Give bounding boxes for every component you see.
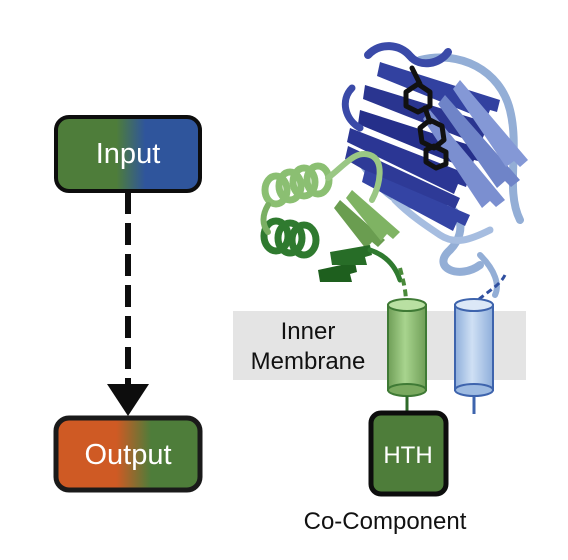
co-component-caption: Co-Component: [304, 508, 467, 535]
input-box: Input: [54, 115, 202, 193]
blue-linker: [477, 274, 507, 302]
input-label: Input: [96, 138, 161, 170]
dashed-arrow: [107, 192, 149, 416]
membrane-label-line1: Inner: [281, 318, 336, 345]
green-linker: [398, 267, 408, 304]
arrow-head: [107, 384, 149, 416]
green-tm-helix: [387, 298, 427, 414]
protein-structure: HTH: [260, 42, 528, 497]
blue-tm-helix: [454, 298, 494, 414]
output-label: Output: [84, 439, 171, 471]
sensor-domain-blue: [341, 42, 528, 302]
co-component-domain-green: [260, 151, 408, 304]
membrane-label-line2: Membrane: [251, 348, 366, 375]
hth-box: HTH: [368, 410, 449, 497]
hth-label: HTH: [383, 442, 432, 469]
output-box: Output: [53, 415, 203, 493]
ligand-molecule: [403, 65, 449, 171]
